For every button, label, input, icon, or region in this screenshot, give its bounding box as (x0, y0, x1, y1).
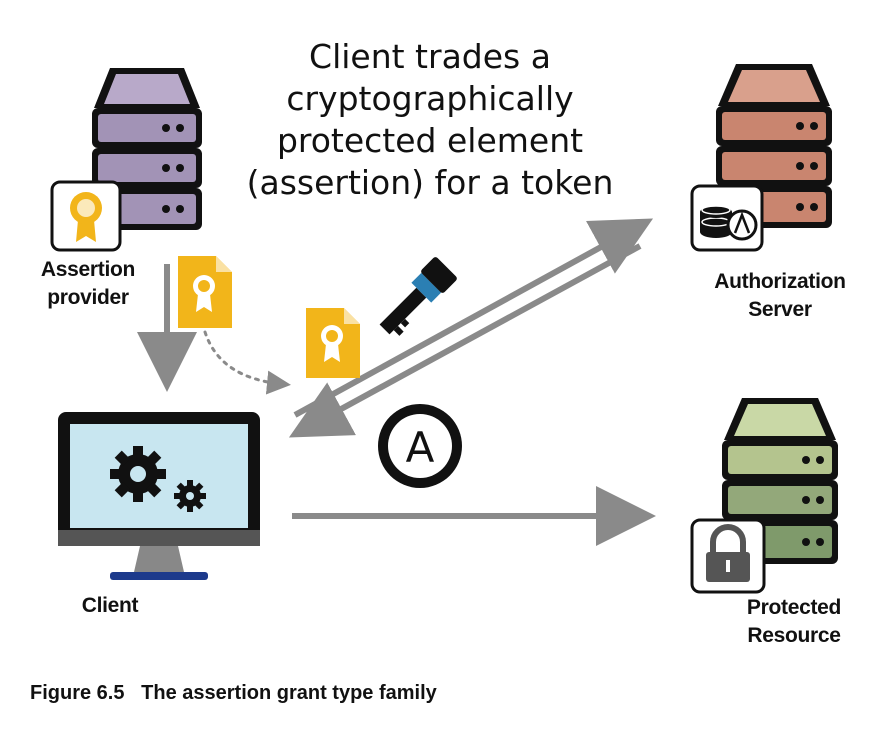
figure-number: Figure 6.5 (30, 682, 125, 704)
token-glyph: A (406, 423, 435, 472)
headline-line-2: cryptographically (286, 79, 574, 118)
certificate-icon (306, 308, 360, 378)
certificate-badge-icon (50, 180, 122, 252)
monitor-icon (58, 412, 260, 580)
figure-caption-text: The assertion grant type family (141, 682, 437, 704)
protected-resource-label-line-1: Protected (746, 596, 842, 619)
authorization-server-label-line-1: Authorization (714, 270, 846, 293)
lock-icon (690, 518, 766, 594)
diagram-headline: Client trades a cryptographically protec… (230, 36, 630, 204)
assertion-provider-label: Assertion provider (28, 256, 148, 312)
authorization-server-label: Authorization Server (700, 268, 860, 324)
protected-resource-label: Protected Resource (724, 594, 864, 650)
assertion-transfer-dotted-arrow (203, 330, 291, 395)
protected-resource-label-line-2: Resource (747, 624, 841, 647)
key-icon (379, 257, 457, 336)
assertion-provider-server-icon (92, 68, 202, 230)
assertion-provider-label-line-1: Assertion (40, 258, 136, 281)
headline-line-1: Client trades a (309, 37, 551, 76)
client-label-text: Client (81, 594, 139, 617)
assertion-provider-label-line-2: provider (47, 286, 129, 309)
coin-stack-icon (690, 184, 764, 252)
authorization-server-icon (716, 64, 832, 228)
headline-line-4: (assertion) for a token (246, 163, 614, 202)
authorization-server-label-line-2: Server (748, 298, 812, 321)
headline-line-3: protected element (276, 121, 584, 160)
auth-server-to-client-arrow (288, 243, 642, 438)
certificate-icon (178, 256, 232, 328)
client-label: Client (60, 592, 160, 620)
figure-caption: Figure 6.5 The assertion grant type fami… (30, 682, 437, 705)
gear-icon (110, 446, 206, 512)
token-icon: A (378, 404, 462, 488)
